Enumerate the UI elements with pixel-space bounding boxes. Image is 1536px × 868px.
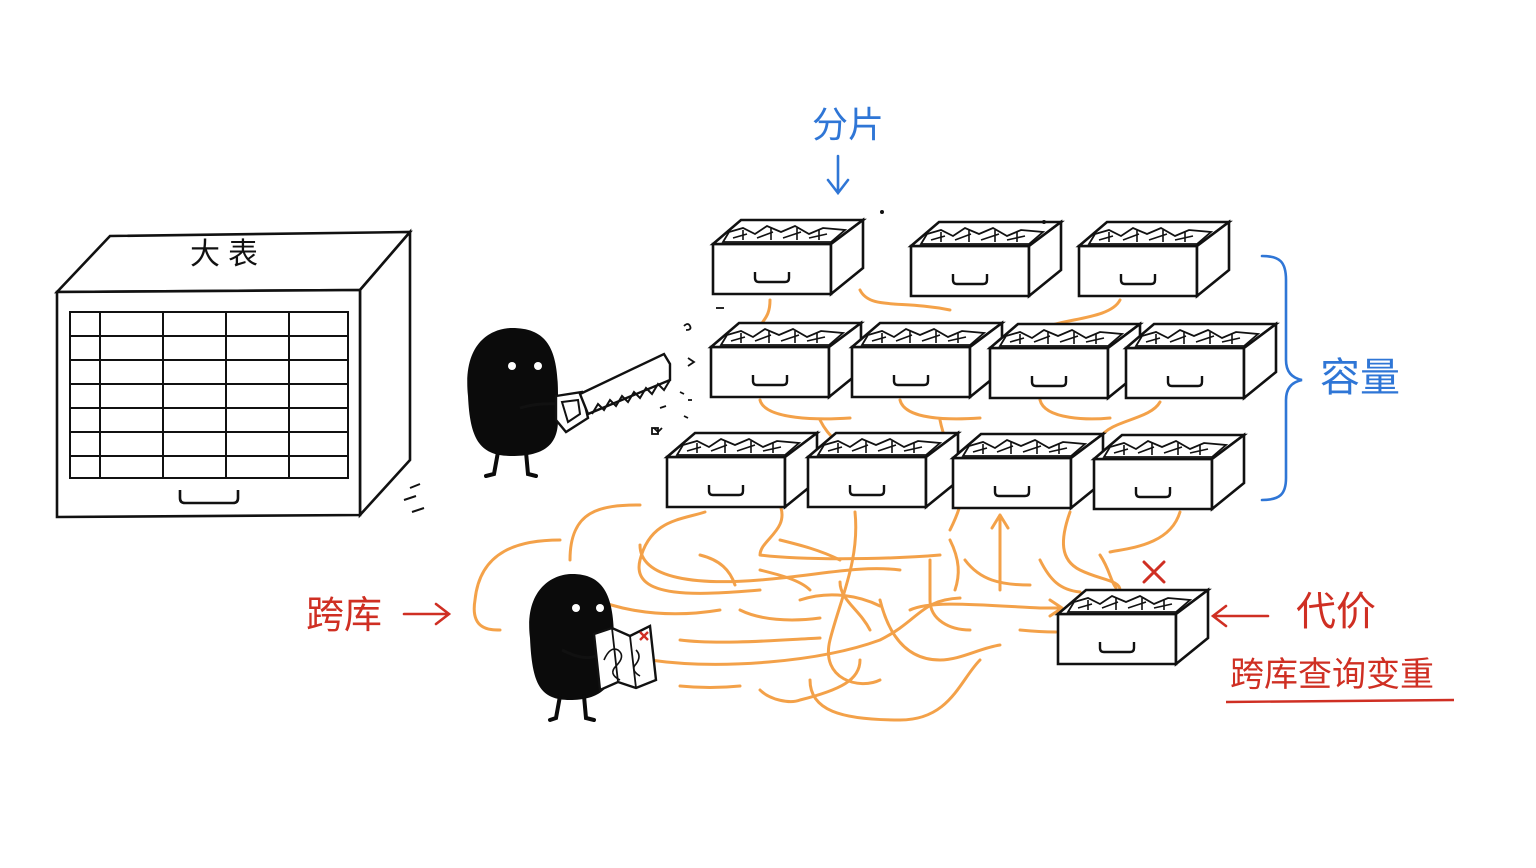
shard-drawer-icon	[850, 321, 1004, 399]
shard-drawer-icon	[1092, 433, 1246, 511]
big-table-cabinet-icon	[53, 228, 425, 519]
big-table-label: 大表	[190, 237, 266, 272]
capacity-label: 容量	[1320, 355, 1400, 401]
shard-drawer-icon	[806, 431, 960, 509]
shard-drawer-icon	[951, 432, 1105, 510]
shard-drawer-icon	[1056, 588, 1210, 666]
brace-icon	[1260, 254, 1303, 502]
cost-note-label: 跨库查询变重	[1230, 655, 1434, 695]
shard-drawer-icon	[988, 322, 1142, 400]
map-icon	[592, 624, 658, 692]
arrow-icon	[1210, 604, 1270, 628]
shard-drawer-icon	[909, 220, 1063, 298]
shard-drawer-icon	[709, 321, 863, 399]
map-character-icon	[529, 574, 658, 722]
arrow-icon	[826, 154, 850, 196]
shard-drawer-icon	[1124, 322, 1278, 400]
cross-db-label: 跨库	[306, 593, 383, 637]
arrow-icon	[402, 602, 452, 626]
x-mark-icon	[1142, 560, 1166, 584]
shard-drawer-icon	[1077, 220, 1231, 298]
saw-icon	[554, 352, 672, 434]
shard-drawer-icon	[665, 431, 819, 509]
sharding-label: 分片	[812, 105, 885, 146]
cost-label: 代价	[1296, 589, 1376, 635]
cost-underline	[1225, 698, 1455, 704]
shard-drawer-icon	[711, 218, 865, 296]
saw-character-icon	[467, 210, 1046, 478]
shard-drawers	[665, 218, 1278, 666]
